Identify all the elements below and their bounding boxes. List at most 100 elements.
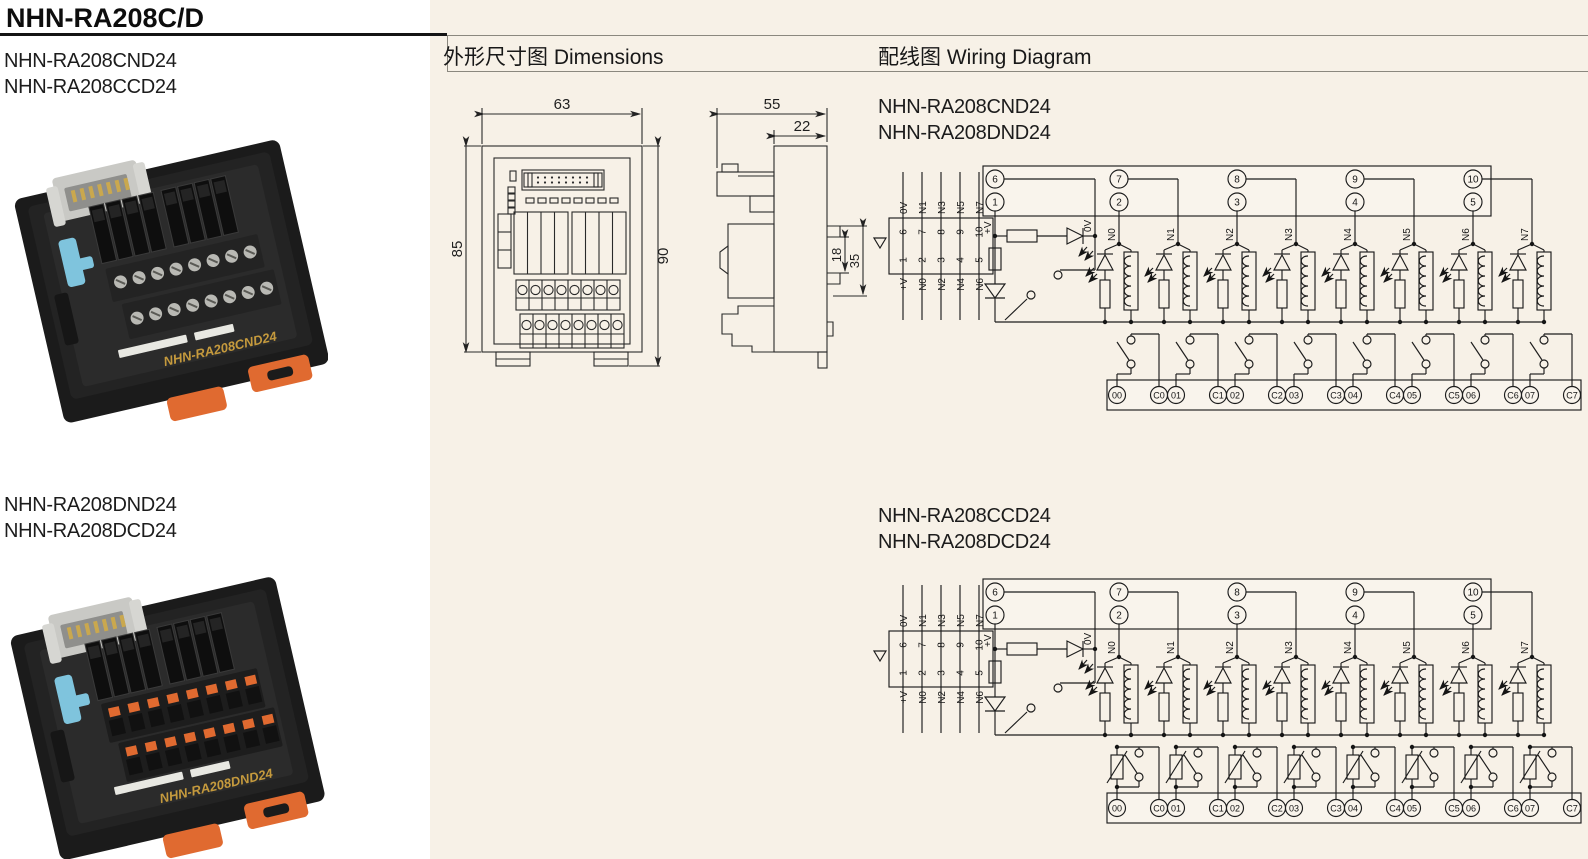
svg-text:4: 4 (956, 257, 967, 263)
wiring-power-circuit (983, 640, 1096, 735)
front-view (462, 108, 662, 368)
dim-rail-outer-label: 35 (847, 254, 862, 268)
svg-text:N5: N5 (1402, 641, 1413, 654)
svg-text:10: 10 (1467, 588, 1479, 599)
wiring-contact (1460, 746, 1514, 800)
svg-text:N2: N2 (937, 691, 948, 704)
svg-text:01: 01 (1171, 391, 1181, 401)
wiring-connector-pinout (888, 172, 994, 320)
svg-text:C7: C7 (1566, 391, 1578, 401)
svg-text:03: 03 (1289, 391, 1299, 401)
svg-text:5: 5 (1470, 198, 1476, 209)
svg-text:1: 1 (992, 198, 998, 209)
svg-text:N3: N3 (1284, 228, 1295, 241)
push-in-terminal (107, 706, 121, 718)
wiring-contact (1106, 746, 1160, 800)
svg-text:C7: C7 (1566, 804, 1578, 814)
dim-width-label: 63 (554, 96, 571, 113)
dimension-labels: 63 85 90 55 22 18 35 (452, 96, 862, 268)
svg-text:8: 8 (1234, 175, 1240, 186)
wiring-contact (1234, 333, 1278, 387)
svg-text:+V: +V (899, 278, 910, 291)
wiring-contact (1116, 333, 1160, 387)
push-in-terminal (164, 736, 177, 748)
wiring-contact (1342, 746, 1396, 800)
wiring-heading-cn: 配线图 (878, 46, 941, 69)
push-in-terminal (203, 727, 216, 739)
svg-text:C6: C6 (1507, 391, 1519, 401)
wiring-contact (1470, 333, 1514, 387)
svg-text:05: 05 (1407, 804, 1417, 814)
svg-text:02: 02 (1230, 391, 1240, 401)
svg-text:N5: N5 (1402, 228, 1413, 241)
svg-text:5: 5 (975, 257, 986, 263)
svg-text:C6: C6 (1507, 804, 1519, 814)
svg-text:0V: 0V (1083, 219, 1094, 232)
wiring-diagram-2: 0V61+VN172N0N383N2N594N4N7105N6617283941… (873, 578, 1582, 824)
model-name: NHN-RA208CND24 (878, 96, 1051, 118)
wiring-channel (1439, 656, 1493, 735)
push-in-terminal (183, 731, 197, 743)
model-name: NHN-RA208CCD24 (878, 505, 1051, 527)
svg-text:+V: +V (983, 634, 994, 647)
wiring-power-circuit (983, 227, 1096, 322)
svg-text:+V: +V (983, 221, 994, 234)
din-clip (166, 386, 227, 422)
side-view (709, 108, 867, 369)
push-in-terminal (166, 692, 180, 704)
wiring-contact (1519, 746, 1573, 800)
title-underline (0, 33, 447, 36)
wiring-contact (1175, 333, 1219, 387)
svg-text:N1: N1 (918, 614, 929, 627)
svg-text:N7: N7 (1520, 641, 1531, 654)
wiring-channel (1203, 243, 1257, 322)
push-in-terminal (185, 688, 199, 700)
svg-text:06: 06 (1466, 391, 1476, 401)
svg-text:10: 10 (975, 226, 986, 238)
svg-text:07: 07 (1525, 391, 1535, 401)
wiring-lines (873, 165, 1582, 411)
svg-text:N6: N6 (1461, 641, 1472, 654)
svg-text:9: 9 (1352, 588, 1358, 599)
wiring-channel (1085, 656, 1139, 735)
svg-text:7: 7 (1116, 175, 1122, 186)
svg-text:C4: C4 (1389, 391, 1401, 401)
svg-text:7: 7 (1116, 588, 1122, 599)
svg-text:C0: C0 (1153, 391, 1165, 401)
svg-text:03: 03 (1289, 804, 1299, 814)
svg-text:N1: N1 (1166, 228, 1177, 241)
svg-text:6: 6 (899, 229, 910, 235)
push-in-terminal (205, 683, 219, 695)
svg-text:9: 9 (1352, 175, 1358, 186)
svg-text:C3: C3 (1330, 804, 1342, 814)
terminal-row-2 (519, 313, 625, 349)
svg-text:9: 9 (956, 642, 967, 648)
push-in-terminal (125, 745, 138, 757)
header-rule-left-edge (447, 35, 448, 72)
svg-text:N0: N0 (1107, 641, 1118, 654)
wiring-contact (1529, 333, 1573, 387)
push-in-terminal (224, 679, 238, 691)
svg-text:9: 9 (956, 229, 967, 235)
wiring-channel (1144, 243, 1198, 322)
svg-text:N0: N0 (918, 278, 929, 291)
svg-text:04: 04 (1348, 391, 1358, 401)
svg-text:N6: N6 (1461, 228, 1472, 241)
svg-text:C0: C0 (1153, 804, 1165, 814)
wiring-channel (1085, 243, 1139, 322)
wiring-channel (1321, 243, 1375, 322)
svg-text:06: 06 (1466, 804, 1476, 814)
wiring-diagram-2-models: NHN-RA208CCD24 NHN-RA208DCD24 (878, 503, 1051, 555)
dim-height-right-label: 90 (655, 248, 672, 265)
wiring-heading-en: Wiring Diagram (946, 46, 1092, 69)
wiring-channel (1321, 656, 1375, 735)
push-in-terminal (127, 701, 141, 713)
model-name: NHN-RA208CND24 (4, 50, 177, 72)
wiring-contact (1165, 746, 1219, 800)
svg-text:1: 1 (899, 670, 910, 676)
svg-text:N4: N4 (1343, 641, 1354, 654)
dim-rail-inner-label: 18 (829, 248, 844, 262)
svg-text:0V: 0V (1083, 632, 1094, 645)
svg-text:07: 07 (1525, 804, 1535, 814)
